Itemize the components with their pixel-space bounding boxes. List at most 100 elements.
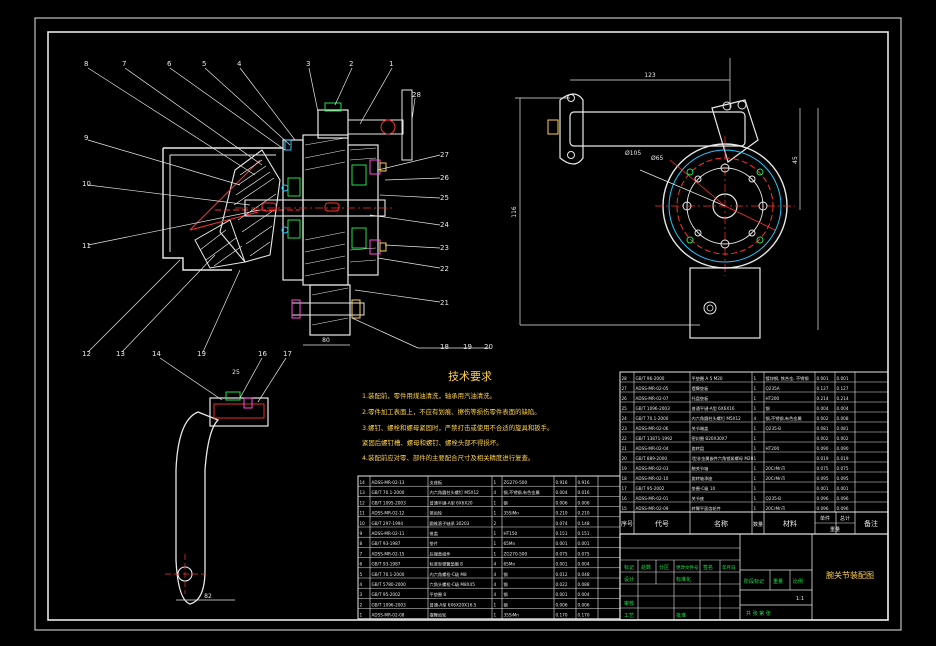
bom-cell-w1: 0.170: [556, 613, 568, 618]
bom-cell-code: GB/T 1095-2003: [372, 500, 407, 505]
bom-cell-mat: ZG270-500: [504, 480, 528, 485]
bom-cell-w1: 0.001: [817, 376, 829, 381]
tb-count: 处数: [641, 564, 651, 571]
bom-cell-w1: 0.006: [556, 602, 568, 607]
bom-cell-mat: Q235-B: [766, 496, 782, 501]
bom-cell-qty: 1: [754, 486, 757, 491]
bom-cell-code: GB/T 93-1987: [372, 562, 401, 567]
bom-header: 序号 代号 名称 数量 材料 单件 总计 重量 备注: [619, 511, 889, 535]
bom-cell-code: GB/T 889-2000: [636, 456, 668, 461]
bom-cell-code: ADSS-MR-02-01: [636, 496, 669, 501]
bom-cell-mat: HT150: [504, 531, 518, 536]
bom-cell-no: 24: [622, 416, 628, 421]
bom-cell-w1: 0.002: [817, 436, 829, 441]
tb-approve: 批准: [676, 612, 686, 619]
bom-cell-w2: 0.095: [837, 476, 849, 481]
bom-cell-no: 26: [622, 396, 628, 401]
balloon-22: 22: [440, 265, 449, 273]
bom-cell-mat: HT200: [766, 396, 780, 401]
bom-cell-w1: 0.001: [556, 541, 568, 546]
bom-header-remark: 备注: [864, 519, 878, 528]
bom-cell-qty: 1: [494, 541, 497, 546]
bom-cell-no: 4: [360, 582, 363, 587]
bom-cell-name: 内六角圆柱头螺钉 M5X12: [430, 489, 480, 496]
dim-25: 25: [232, 369, 240, 376]
bom-cell-w1: 0.006: [556, 500, 568, 505]
bom-cell-mat: 20CrMnTi: [766, 466, 786, 471]
bom-cell-name: 旋转盘: [692, 445, 705, 452]
bom-cell-code: ADSS-MR-02-10: [636, 476, 669, 481]
bom-cell-w1: 0.012: [556, 572, 568, 577]
bom-cell-mat: 20CrMnTi: [766, 506, 786, 511]
balloon-16: 16: [258, 350, 267, 358]
bom-cell-name: 垫圈-C级 10: [692, 485, 716, 492]
dim-116: 116: [511, 206, 518, 218]
tech-requirements: 技术要求 1.装配前，零件用煤油清洗，轴承用汽油清洗。 2.零件加工表面上，不应…: [362, 370, 553, 462]
bom-header-qty: 数量: [753, 521, 763, 528]
bom-cell-w1: 0.004: [556, 490, 568, 495]
bom-cell-mat: 钢,不锈钢,有色金属: [766, 415, 802, 422]
tb-scale-value: 1:1: [796, 596, 804, 602]
balloon-9: 9: [84, 134, 88, 142]
inner-border: [47, 31, 889, 621]
bom-cell-name: 内六角螺栓-C级 M8: [430, 571, 468, 578]
tech-req-item-3b: 紧固后螺钉槽、螺母和螺钉、螺栓头部不得损坏。: [362, 438, 503, 447]
bom-cell-no: 22: [622, 436, 628, 441]
tech-req-item-4: 4.装配前应对零、部件的主要配合尺寸及相关精度进行复查。: [362, 453, 534, 462]
bom-cell-mat: 钢: [504, 571, 508, 578]
bom-cell-mat: 钢: [504, 581, 508, 588]
bom-header-unit: 单件: [820, 515, 830, 522]
bom-cell-name: 关节端盖: [692, 425, 709, 432]
tech-req-item-3: 3.螺钉、螺栓和螺母紧固时，严禁打击或使用不合适的旋具和扳手。: [362, 423, 553, 432]
bom-cell-no: 7: [360, 551, 363, 556]
bom-cell-w2: 0.075: [578, 551, 590, 556]
bom-cell-w2: 0.006: [578, 602, 590, 607]
bom-cell-w2: 0.019: [837, 456, 849, 461]
bom-cell-w2: 0.075: [837, 466, 849, 471]
bom-cell-qty: 4: [494, 562, 497, 567]
balloon-6: 6: [167, 60, 172, 68]
tb-process: 工艺: [624, 613, 634, 619]
bom-cell-qty: 1: [754, 376, 757, 381]
bom-cell-w1: 0.916: [556, 480, 568, 485]
bom-cell-code: GB/T 70.1-2000: [372, 490, 405, 495]
outer-border: [34, 17, 902, 631]
bom-cell-mat: 钢: [504, 499, 508, 506]
tech-req-title: 技术要求: [448, 370, 492, 383]
bom-cell-qty: 1: [754, 496, 757, 501]
bom-cell-w2: 0.004: [578, 592, 590, 597]
bom-cell-qty: 1: [754, 446, 757, 451]
tb-mark: 标记: [624, 564, 634, 571]
bom-cell-no: 2: [360, 602, 363, 607]
bom-cell-qty: 1: [754, 476, 757, 481]
bom-cell-qty: 1: [754, 426, 757, 431]
balloon-23: 23: [440, 244, 449, 252]
bom-cell-w2: 0.088: [578, 582, 590, 587]
balloon-numbers: 8 7 6 5 4 3 2 1 9 10 11 12 13 19 18 19 2…: [82, 60, 493, 358]
bom-cell-mat: 35SiMn: [504, 511, 520, 516]
bom-cell-mat: 钢,不锈钢,有色金属: [504, 489, 540, 496]
dim-phi105: Ø105: [625, 150, 641, 157]
bom-cell-w1: 0.001: [556, 562, 568, 567]
bom-cell-w1: 0.001: [556, 592, 568, 597]
bom-cell-name: 锥盖: [430, 530, 438, 537]
bom-cell-qty: 1: [494, 500, 497, 505]
bom-cell-code: ADSS-MR-02-15: [372, 551, 405, 556]
bom-cell-no: 5: [360, 572, 363, 577]
bom-cell-no: 27: [622, 386, 628, 391]
bom-cell-mat: Q235-B: [766, 426, 782, 431]
bom-cell-name: 锥齿轮: [430, 510, 443, 517]
tech-req-item-1: 1.装配前，零件用煤油清洗，轴承用汽油清洗。: [362, 391, 496, 400]
bom-cell-code: GB/T 70.1-2000: [372, 572, 405, 577]
tb-date: 年月日: [722, 564, 736, 571]
